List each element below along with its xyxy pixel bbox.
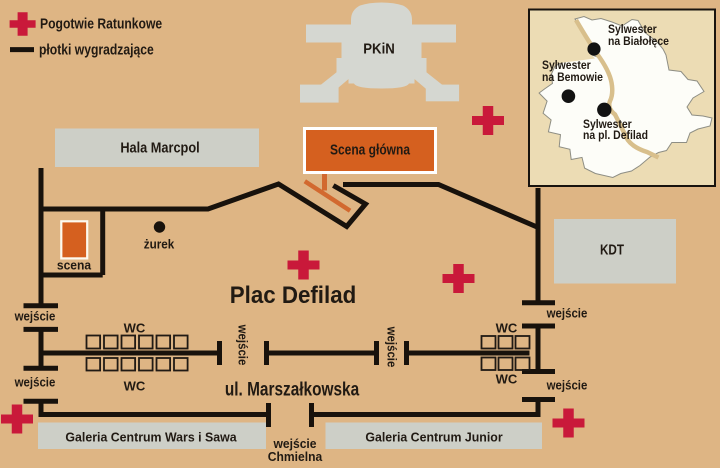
toilet-stall xyxy=(173,357,189,372)
inset-label-line: Sylwester xyxy=(608,22,657,36)
inset-label-line: na Bemowie xyxy=(541,69,603,84)
bialoleka-dot xyxy=(587,42,601,56)
inset-map xyxy=(528,8,716,187)
cross-bar xyxy=(9,20,36,28)
wc-label-right-bottom: WC xyxy=(495,371,518,387)
toilet-stall xyxy=(497,356,514,371)
fence-segment xyxy=(38,401,269,417)
toilet-stall xyxy=(514,335,531,350)
inset-label-bemowo: Sylwester na Bemowie xyxy=(541,58,603,84)
vistula-river xyxy=(574,18,660,160)
fence-segment xyxy=(343,182,538,230)
medical-cross-icon xyxy=(472,106,504,135)
wc-label-left-top: WC xyxy=(123,320,146,335)
inset-label-line: na Białołęce xyxy=(608,33,669,48)
kdt-label: KDT xyxy=(599,241,625,258)
entrance-label-left-1: wejście xyxy=(14,308,56,324)
inset-label-bialoleka: Sylwester na Białołęce xyxy=(608,22,669,48)
small-stage-label: scena xyxy=(56,257,92,273)
small-stage-box xyxy=(60,220,89,260)
stage-ramp xyxy=(303,172,352,213)
wc-label-left-bottom: WC xyxy=(123,378,146,393)
toilet-stall xyxy=(173,334,189,350)
street-label: ul. Marszałkowska xyxy=(224,379,360,400)
cross-bar xyxy=(552,418,585,428)
fence-segment xyxy=(311,399,541,417)
medical-crosses xyxy=(1,12,585,438)
zurek-label: żurek xyxy=(143,236,174,252)
toilet-stall xyxy=(85,334,102,350)
toilet-stall xyxy=(120,334,137,350)
toilet-stall xyxy=(120,357,137,372)
legend-medical-label: Pogotwie Ratunkowe xyxy=(40,15,163,32)
entrance-label-right-2: wejście xyxy=(546,377,587,392)
toilet-stall xyxy=(155,334,172,350)
main-stage-label: Scena główna xyxy=(329,141,410,158)
galeria-wars-sawa-building xyxy=(38,422,266,449)
toilet-stall xyxy=(480,335,497,350)
main-stage-box xyxy=(303,127,437,174)
pkin-building xyxy=(300,2,460,103)
medical-cross-icon xyxy=(442,264,475,293)
buildings-layer xyxy=(38,128,676,449)
toilet-stall xyxy=(85,357,102,372)
toilet-stall xyxy=(480,356,497,371)
entrance-label-left-2: wejście xyxy=(14,374,56,390)
toilet-stall xyxy=(138,334,154,350)
toilet-stall xyxy=(497,335,514,350)
river-wedge xyxy=(556,30,595,64)
galeria-wars-sawa-label: Galeria Centrum Wars i Sawa xyxy=(65,429,237,444)
hala-marcpol-label: Hala Marcpol xyxy=(120,139,200,157)
medical-cross-icon xyxy=(552,408,585,438)
chmielna-entrance-line1: wejście xyxy=(273,436,317,451)
inset-label-line: Sylwester xyxy=(541,58,591,72)
kdt-building xyxy=(554,219,676,284)
cross-bar xyxy=(472,116,504,125)
pkin-part xyxy=(300,84,339,103)
inset-label-line: Sylwester xyxy=(583,116,632,131)
zurek-dot xyxy=(153,221,166,233)
square-title: Plac Defilad xyxy=(229,281,356,309)
medical-cross-icon xyxy=(287,250,320,280)
fence-segment xyxy=(38,181,370,230)
inset-label-defilad: Sylwester na pl. Defilad xyxy=(583,116,648,142)
legend-fence-label: płotki wygradzające xyxy=(39,41,154,59)
bemowo-dot xyxy=(561,89,576,103)
galeria-junior-building xyxy=(325,422,542,449)
chmielna-entrance-line2: Chmielna xyxy=(267,449,323,464)
hala-marcpol-building xyxy=(55,128,259,167)
chmielna-entrance-label: wejście Chmielna xyxy=(268,437,322,463)
fences-layer xyxy=(10,47,555,427)
toilet-stall xyxy=(155,357,172,372)
entrance-label-right-1: wejście xyxy=(546,305,587,321)
cross-bar xyxy=(287,260,320,270)
entrance-label-gate-2: wejście xyxy=(384,326,399,368)
medical-cross-icon xyxy=(9,12,36,36)
toilet-stall xyxy=(514,356,531,371)
cross-bar xyxy=(1,414,33,424)
toilet-stall xyxy=(138,357,154,372)
stage-ramp-walkway xyxy=(303,179,352,213)
wc-label-right-top: WC xyxy=(495,320,518,336)
medical-cross-icon xyxy=(1,404,33,434)
cross-bar xyxy=(442,274,475,283)
galeria-junior-label: Galeria Centrum Junior xyxy=(365,429,503,444)
defilad-dot xyxy=(597,102,612,118)
entrance-label-gate-1: wejście xyxy=(235,324,251,366)
toilet-stall xyxy=(103,334,119,350)
toilet-stalls xyxy=(85,334,531,372)
toilet-stall xyxy=(103,357,119,372)
inset-label-line: na pl. Defilad xyxy=(583,128,648,142)
pkin-label: PKiN xyxy=(363,40,395,57)
pkin-part xyxy=(425,84,460,102)
